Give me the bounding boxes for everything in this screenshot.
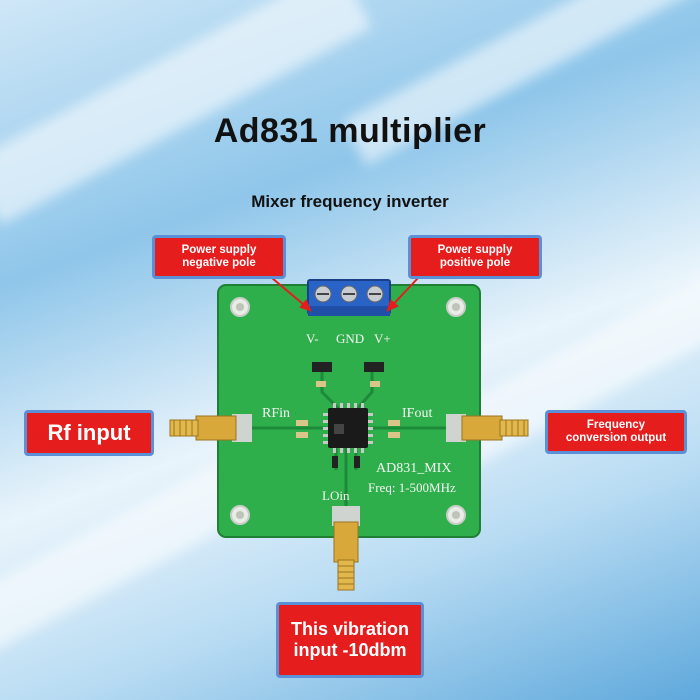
- capacitor: [354, 456, 360, 468]
- callout-text: conversion output: [565, 432, 667, 444]
- capacitor: [364, 362, 384, 372]
- callout-text: Rf input: [47, 420, 131, 446]
- capacitor: [312, 362, 332, 372]
- capacitor: [388, 420, 400, 426]
- silk-rfin: RFin: [262, 406, 290, 421]
- callout-text: positive pole: [439, 257, 511, 269]
- silk-freq: Freq: 1-500MHz: [368, 480, 456, 495]
- capacitor: [332, 456, 338, 468]
- sma-pad: [446, 414, 466, 442]
- callout-text: Frequency: [586, 418, 646, 431]
- silk-gnd: GND: [336, 331, 364, 346]
- callout-arrows: [271, 277, 419, 312]
- callout-text: negative pole: [182, 257, 256, 269]
- page-subtitle: Mixer frequency inverter: [251, 192, 449, 211]
- silk-ifout: IFout: [402, 406, 432, 421]
- sma-connector-lo: [333, 521, 359, 591]
- callout-text: Power supply: [437, 243, 513, 256]
- capacitor: [296, 432, 308, 438]
- capacitor: [296, 420, 308, 426]
- silk-vneg: V-: [306, 331, 319, 346]
- mount-holes: [230, 297, 466, 525]
- capacitor: [388, 432, 400, 438]
- callout-text: input -10dbm: [293, 640, 407, 660]
- silk-loin: LOin: [322, 488, 350, 503]
- callout-text: Power supply: [181, 243, 257, 256]
- resistor: [316, 381, 326, 387]
- resistor: [370, 381, 380, 387]
- sma-connector-if: [461, 415, 529, 441]
- callout-text: This vibration: [290, 619, 409, 640]
- sma-connector-rf: [169, 415, 237, 441]
- ad831-chip: [323, 403, 373, 453]
- sma-pad: [332, 506, 360, 526]
- page-title: Ad831 multiplier: [213, 112, 487, 150]
- silk-model: AD831_MIX: [376, 461, 451, 476]
- silk-vpos: V+: [374, 331, 391, 346]
- callout-rf-input: Rf input: [24, 410, 154, 456]
- sma-pad: [232, 414, 252, 442]
- terminal-block: [307, 279, 391, 316]
